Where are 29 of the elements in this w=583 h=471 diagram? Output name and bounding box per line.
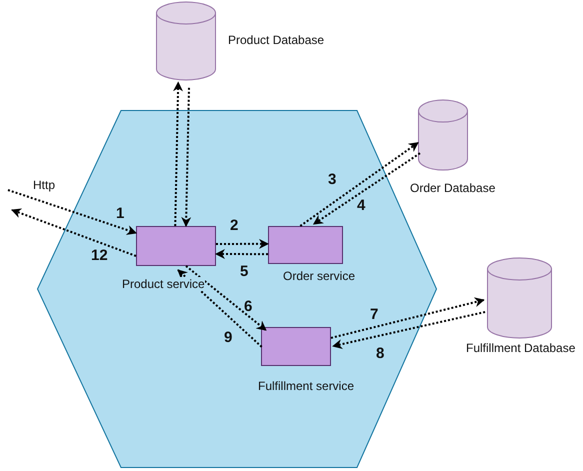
step-number: 5 [240,264,248,280]
dotted-arrow [300,142,419,227]
dotted-arrow [312,152,421,225]
step-number: 6 [244,299,252,315]
service-label: Order service [283,269,356,283]
dotted-arrow [173,81,183,226]
step-number: 2 [230,218,238,234]
service-label: Product service [122,277,205,291]
step-number: 7 [370,307,378,323]
service-label: Fulfillment service [258,379,354,393]
database-label: Fulfillment Database [466,341,576,355]
step-number: 3 [328,172,336,188]
protocol-label: Http [33,178,56,192]
step-number: 9 [224,330,232,346]
step-number: 12 [91,248,108,264]
dotted-arrow [8,189,137,235]
dotted-arrow [332,311,486,350]
database-label: Order Database [410,181,496,195]
step-number: 4 [357,198,366,214]
dotted-arrow [11,208,136,257]
dotted-arrow [181,88,192,227]
database-label: Product Database [228,33,324,47]
dotted-arrow [215,249,268,260]
step-number: 1 [116,206,124,222]
dotted-arrow [330,297,485,339]
dotted-arrow [216,238,269,249]
step-number: 8 [376,346,384,362]
dotted-arrow [177,269,262,348]
dotted-arrow [185,265,267,331]
